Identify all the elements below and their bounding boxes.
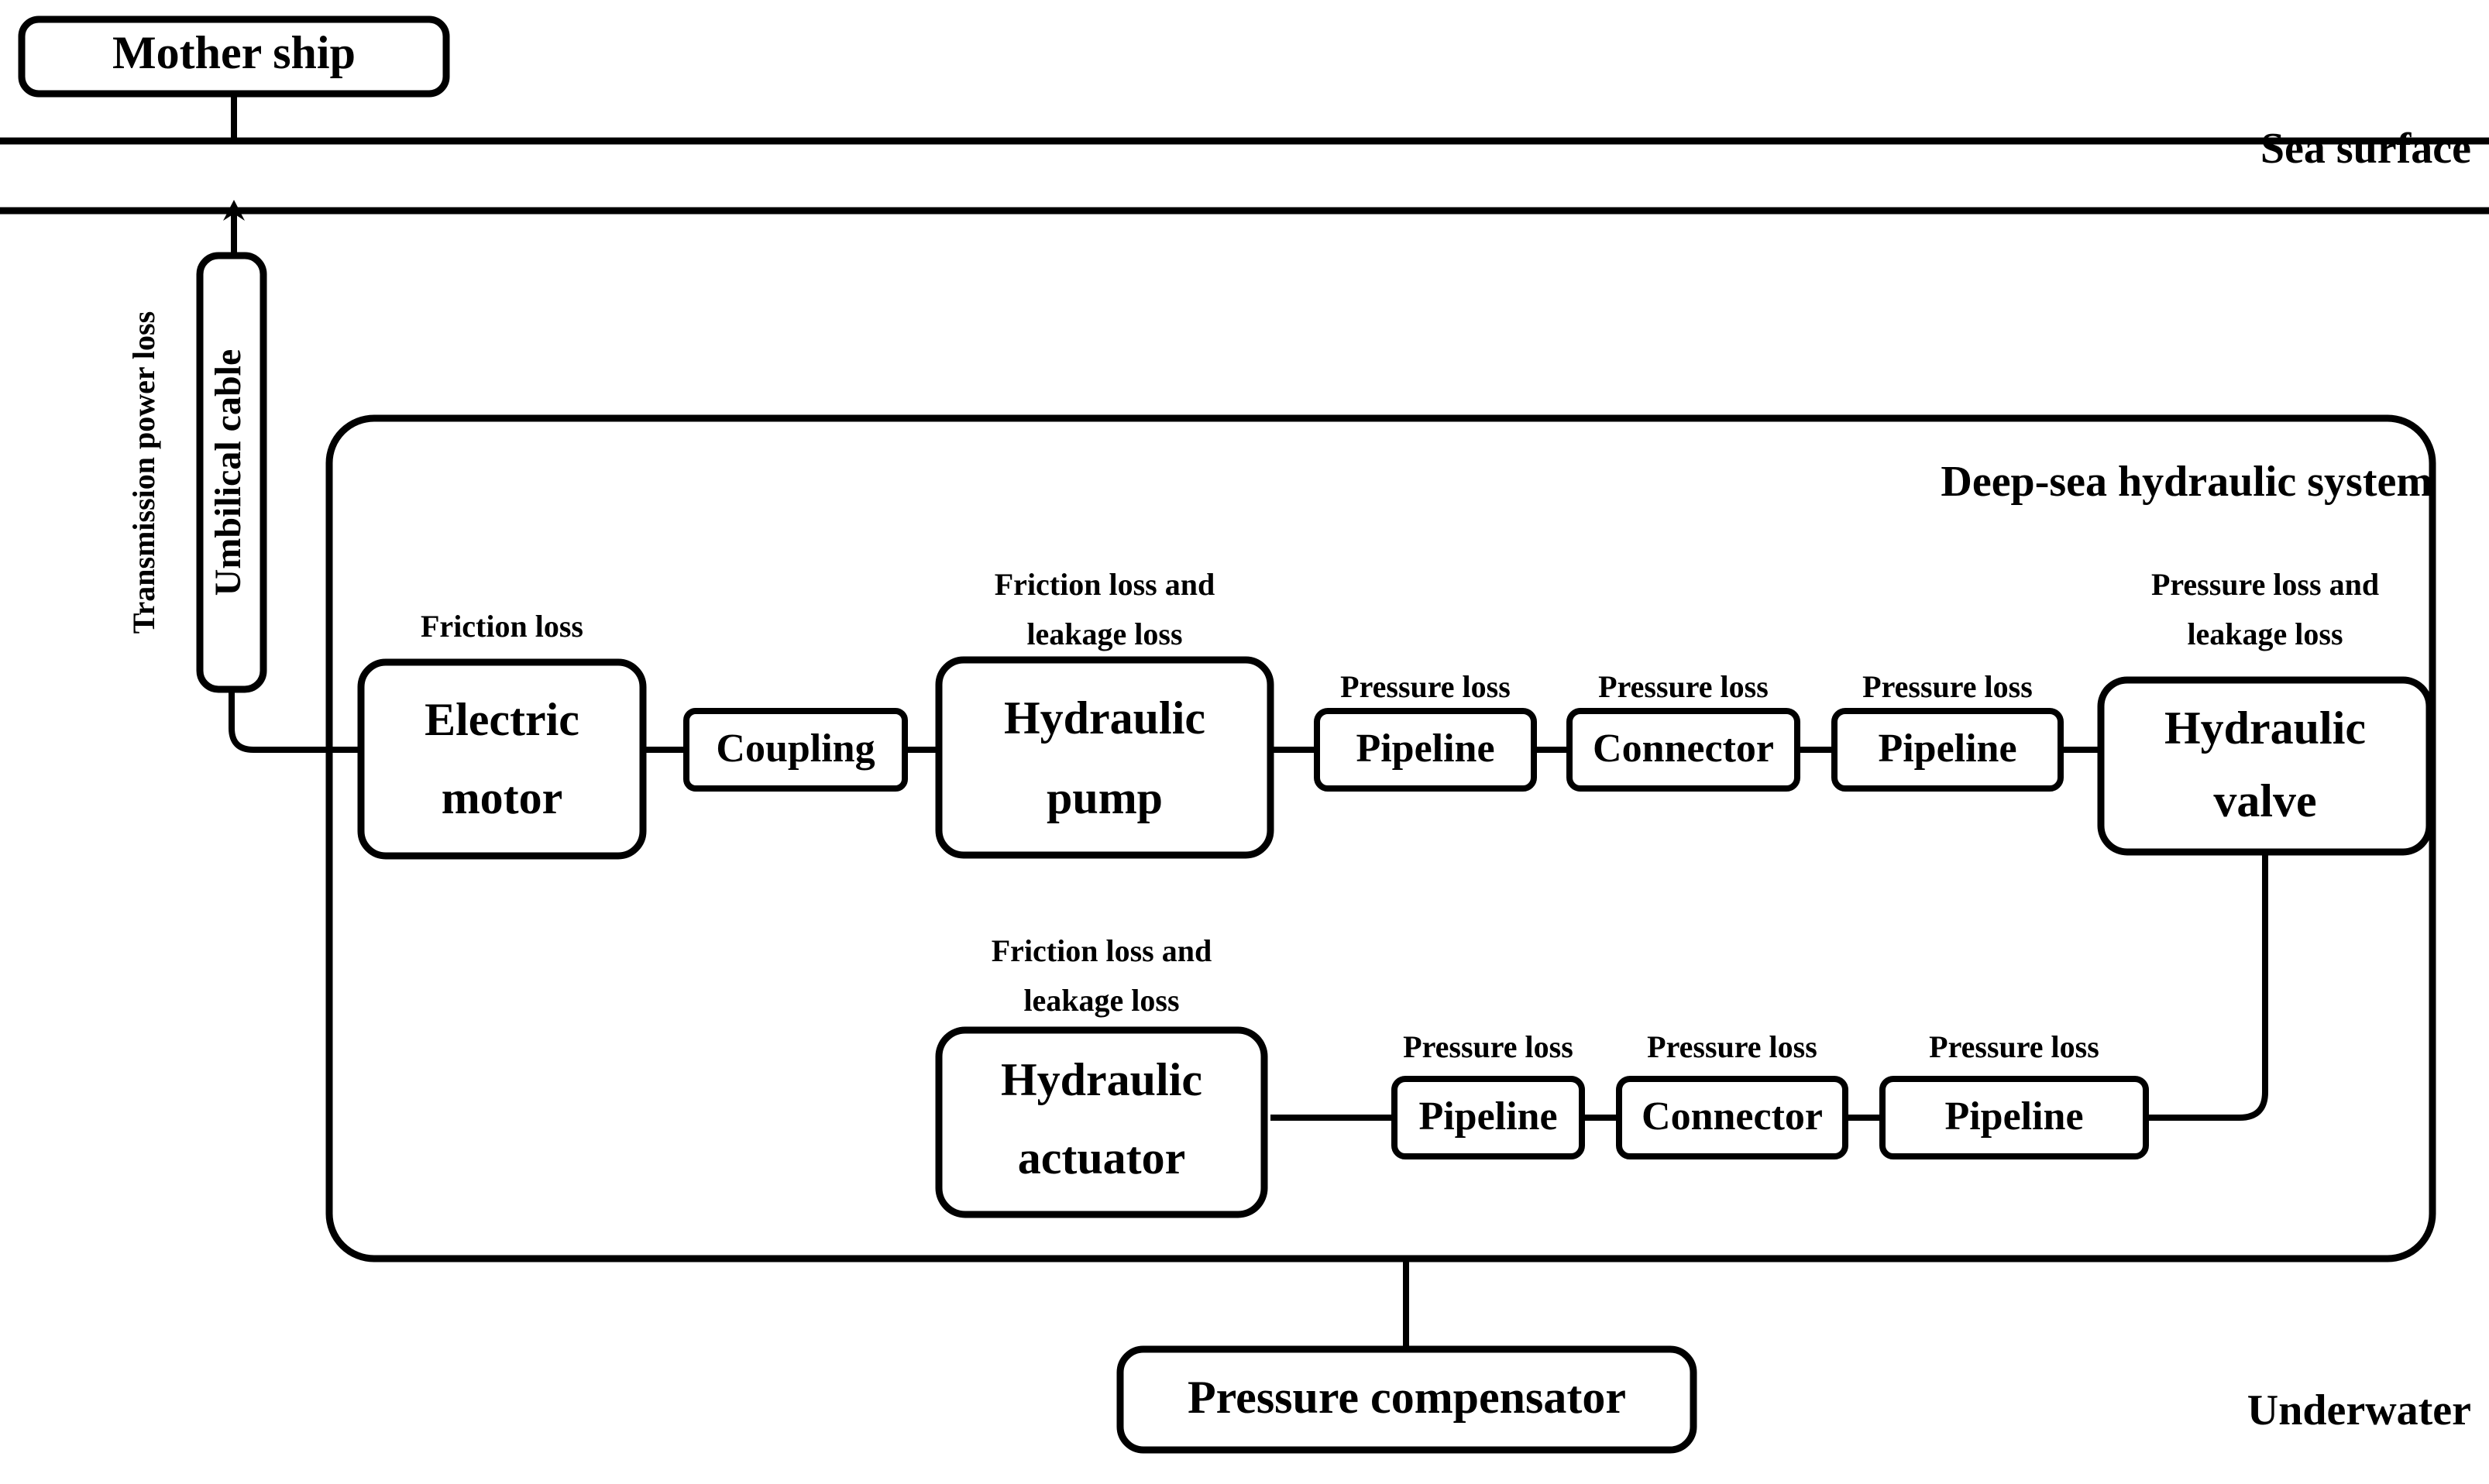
pipeline-1-loss-label: Pressure loss: [1340, 669, 1511, 704]
pipeline-4-loss-label: Pressure loss: [1929, 1029, 2099, 1064]
connector-2-box[interactable]: [1616, 1076, 1848, 1159]
cable-umbilical-to-motor: [229, 689, 361, 753]
mother-ship-label: Mother ship: [112, 27, 356, 78]
connector-2-label: Connector: [1642, 1094, 1823, 1139]
coupling-label: Coupling: [716, 727, 875, 771]
link-valve-to-pipeline4: [2146, 852, 2268, 1121]
pipeline-1-label: Pipeline: [1356, 727, 1494, 771]
hydraulic-valve-loss-line2: leakage loss: [2187, 617, 2343, 651]
pipeline-3-loss-label: Pressure loss: [1403, 1029, 1573, 1064]
hydraulic-actuator-loss-line2: leakage loss: [1023, 983, 1179, 1018]
arrow-up-icon: [223, 200, 245, 221]
underwater-label: Underwater: [2247, 1386, 2471, 1434]
sea-surface-label: Sea surface: [2260, 125, 2471, 173]
hydraulic-actuator-box[interactable]: [935, 1026, 1268, 1218]
pipeline-2-label: Pipeline: [1878, 727, 2016, 771]
electric-motor-loss-label: Friction loss: [421, 609, 583, 644]
pipeline-4-box[interactable]: [1879, 1076, 2149, 1159]
connector-1-loss-label: Pressure loss: [1598, 669, 1769, 704]
hydraulic-valve-label-line2: valve: [2213, 775, 2316, 826]
pipeline-3-box[interactable]: [1391, 1076, 1585, 1159]
deep-sea-hydraulic-system-label: Deep-sea hydraulic system: [1941, 458, 2432, 506]
electric-motor-box[interactable]: [357, 658, 647, 860]
electric-motor-label-line2: motor: [442, 772, 563, 823]
hydraulic-pump-box[interactable]: [935, 656, 1274, 859]
pipeline-2-box[interactable]: [1831, 708, 2064, 792]
coupling-box[interactable]: [683, 708, 908, 792]
connector-1-label: Connector: [1593, 727, 1774, 771]
pressure-compensator-label: Pressure compensator: [1188, 1372, 1626, 1423]
hydraulic-actuator-label-line1: Hydraulic: [1001, 1054, 1202, 1105]
pipeline-1-box[interactable]: [1314, 708, 1537, 792]
umbilical-cable-label: Umbilical cable: [208, 349, 249, 596]
hydraulic-pump-loss-line2: leakage loss: [1026, 617, 1182, 651]
pipeline-4-label: Pipeline: [1944, 1094, 2083, 1139]
electric-motor-label-line1: Electric: [425, 694, 579, 745]
transmission-power-loss-label: Transmission power loss: [126, 311, 161, 634]
hydraulic-pump-loss-line1: Friction loss and: [995, 567, 1215, 602]
deep-sea-system-boundary: [325, 414, 2436, 1262]
hydraulic-actuator-label-line2: actuator: [1018, 1132, 1186, 1183]
pipeline-2-loss-label: Pressure loss: [1862, 669, 2033, 704]
connector-1-box[interactable]: [1566, 708, 1800, 792]
hydraulic-pump-label-line1: Hydraulic: [1004, 692, 1205, 744]
hydraulic-actuator-loss-line1: Friction loss and: [992, 933, 1212, 968]
hydraulic-valve-label-line1: Hydraulic: [2164, 702, 2366, 754]
pipeline-3-label: Pipeline: [1418, 1094, 1557, 1139]
hydraulic-valve-loss-line1: Pressure loss and: [2151, 567, 2379, 602]
hydraulic-pump-label-line2: pump: [1047, 772, 1163, 823]
pressure-compensator-box[interactable]: [1116, 1345, 1697, 1454]
connector-2-loss-label: Pressure loss: [1647, 1029, 1817, 1064]
